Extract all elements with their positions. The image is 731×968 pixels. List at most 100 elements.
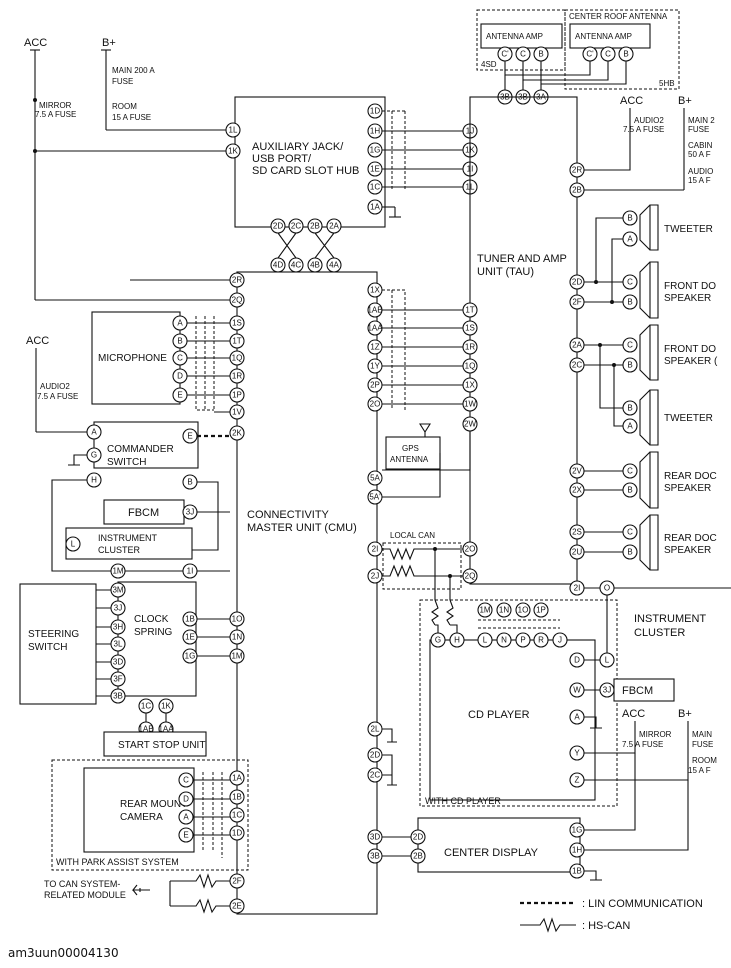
legend-hscan-label: : HS-CAN [582, 920, 630, 932]
cam-pin-e: E [183, 831, 188, 840]
cmu-pin-1d: 1D [232, 829, 242, 838]
sw-pin-3j: 3J [114, 604, 122, 613]
fbcm-right-label: FBCM [622, 685, 653, 697]
cmu-pin-1n: 1N [232, 633, 242, 642]
cmu-pin-1r: 1R [232, 372, 242, 381]
cmu-unit: CONNECTIVITY MASTER UNIT (CMU) 2R 2Q 1X … [35, 271, 478, 915]
cmu-pin-4b: 4B [310, 261, 320, 270]
ic-r-pin-o: O [604, 584, 610, 593]
tau-pin-1p: 1P [536, 606, 546, 615]
ic-label-2: CLUSTER [98, 545, 141, 555]
cmu-pin-2q: 2Q [232, 296, 243, 305]
cmu-pin-1o: 1O [232, 615, 243, 624]
cmu-pin-1q: 1Q [232, 354, 243, 363]
mic-pin-c: C [177, 354, 183, 363]
cd-pin-l: L [483, 636, 488, 645]
fdr-pin-c: C [627, 341, 633, 350]
room-fuse-label: ROOM [112, 102, 137, 111]
cmu-pin-1aa: 1AA [367, 324, 383, 333]
aux-pin-1l: 1L [229, 126, 238, 135]
amp-left-pin-c: C [520, 50, 526, 59]
fbcm-label: FBCM [128, 507, 159, 519]
ic-pin-l: L [71, 540, 76, 549]
antenna-amp-label-right: ANTENNA AMP [575, 32, 632, 41]
tau-pin-1q: 1Q [465, 362, 476, 371]
cam-pin-c: C [183, 776, 189, 785]
cmu-title-2: MASTER UNIT (CMU) [247, 522, 357, 534]
main-fuse-r-rating: FUSE [688, 125, 709, 134]
fdr-pin-b: B [627, 361, 632, 370]
tau-pin-2u: 2U [572, 548, 582, 557]
antenna-amps: CENTER ROOF ANTENNA ANTENNA AMP ANTENNA … [476, 9, 680, 105]
figure-id: am3uun00004130 [8, 946, 119, 960]
cmu-pin-3d: 3D [370, 833, 380, 842]
cs-pin-e: E [187, 432, 192, 441]
sw-pin-3l: 3L [114, 640, 123, 649]
cmu-pin-4c: 4C [291, 261, 301, 270]
cmu-pin-2l: 2L [371, 725, 380, 734]
cd-pin-r: R [538, 636, 544, 645]
tau-pin-2d: 2D [572, 278, 582, 287]
audio2-fuse-label: AUDIO2 [634, 116, 664, 125]
cs-pin-1c: 1C [141, 702, 151, 711]
mirror-b-rating: 7.5 A FUSE [622, 740, 663, 749]
sw-pin-3d: 3D [113, 658, 123, 667]
amp-left-pin-b: B [538, 50, 543, 59]
gps-label-2: ANTENNA [390, 455, 429, 464]
speakers: TWEETER B A FRONT DO SPEAKER C B FRONT D… [569, 204, 718, 571]
aux-tau-wires: 1J 1K 1I 1L [382, 123, 478, 195]
cmu-title-1: CONNECTIVITY [247, 509, 330, 521]
aux-hub: AUXILIARY JACK/ USB PORT/ SD CARD SLOT H… [35, 96, 406, 273]
acc-label: ACC [24, 37, 47, 49]
aux-pin-1h: 1H [370, 127, 380, 136]
cmu-pin-1z: 1Z [370, 343, 379, 352]
front-door-l-label-2: SPEAKER [664, 293, 711, 304]
cmu-pin-2d: 2D [370, 751, 380, 760]
connector-4sd: 4SD [481, 60, 497, 69]
amp-right-pin-c: C [605, 50, 611, 59]
sw-pin-3h: 3H [113, 623, 123, 632]
center-display: CENTER DISPLAY 2D 2B 1G 1H 1B [410, 753, 689, 881]
rear-door-l-label-2: SPEAKER [664, 483, 711, 494]
disp-pin-2b: 2B [413, 852, 423, 861]
audio-fuse-rating: 15 A F [688, 176, 711, 185]
with-cd-label: WITH CD PLAYER [425, 796, 501, 806]
main-b-rating: FUSE [692, 740, 713, 749]
ic-right-label-2: CLUSTER [634, 627, 685, 639]
tau-pin-2a: 2A [572, 341, 582, 350]
tau-pin-2s: 2S [572, 528, 582, 537]
park-assist-label: WITH PARK ASSIST SYSTEM [56, 857, 179, 867]
cmu-pin-1b: 1B [232, 793, 242, 802]
rdr-pin-b: B [627, 548, 632, 557]
rear-camera: WITH PARK ASSIST SYSTEM REAR MOUNT CAMER… [51, 759, 249, 871]
cs-pin-h: H [91, 476, 97, 485]
clock-spring-label-2: SPRING [134, 627, 173, 638]
amp-right-pin-b: B [623, 50, 628, 59]
cs-pin-1g: 1G [185, 652, 196, 661]
cmu-pin-4d: 4D [273, 261, 283, 270]
tweeter-2-label: TWEETER [664, 413, 713, 424]
aux-pin-1g: 1G [370, 146, 381, 155]
amp-right-pin-c2: C' [586, 50, 594, 59]
disp-pin-1b: 1B [572, 867, 582, 876]
cmu-pin-2k: 2K [232, 429, 242, 438]
microphone: MICROPHONE A B C D E 1S 1T 1Q 1R 1P 1V A… [26, 311, 245, 432]
acc-label-cd: ACC [622, 708, 645, 720]
clock-spring-label: CLOCK [134, 614, 169, 625]
audio-fuse-label: AUDIO [688, 167, 713, 176]
tau-pin-2q: 2Q [465, 572, 476, 581]
aux-pin-1e: 1E [370, 165, 380, 174]
tau-pin-2f: 2F [572, 298, 581, 307]
cs-pin-b: B [187, 478, 192, 487]
tau-pin-1t: 1T [465, 306, 474, 315]
mic-pin-b: B [177, 337, 182, 346]
cd-pin-z: Z [575, 776, 580, 785]
tau-pin-2v: 2V [572, 467, 582, 476]
cmu-pin-2e: 2E [232, 902, 242, 911]
sw-pin-3b: 3B [113, 692, 123, 701]
legend: : LIN COMMUNICATION : HS-CAN [520, 898, 703, 933]
aux-hub-title-1: AUXILIARY JACK/ [252, 141, 344, 153]
cmu-pin-2r: 2R [232, 276, 242, 285]
tau-pin-2o: 2O [465, 545, 476, 554]
